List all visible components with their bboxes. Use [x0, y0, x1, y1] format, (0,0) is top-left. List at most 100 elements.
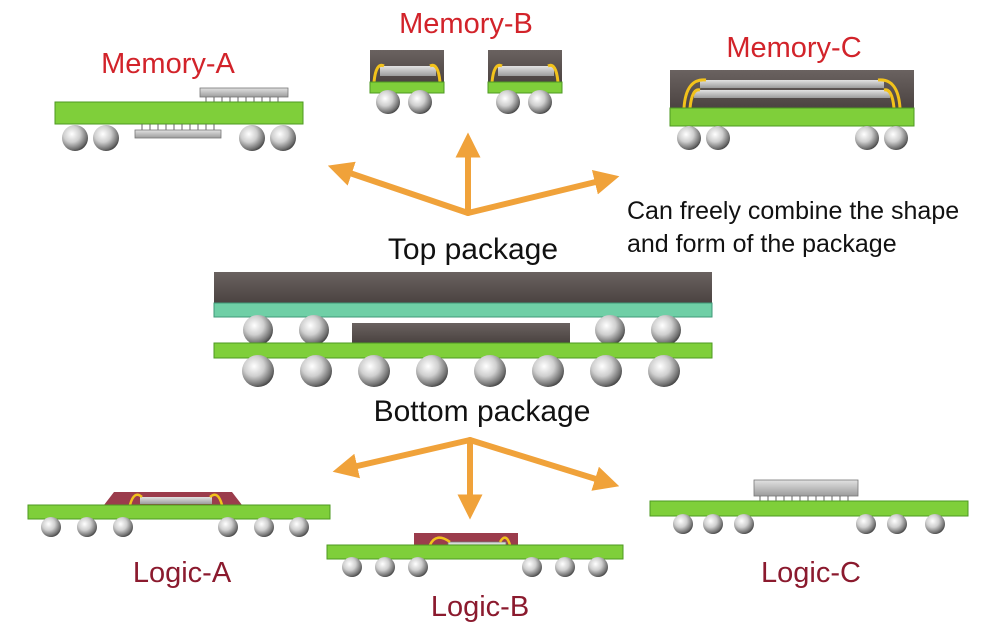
solder-ball — [270, 125, 296, 151]
memory-b-die — [380, 66, 436, 76]
logic-b-solder-balls — [342, 557, 608, 577]
top-package-substrate — [213, 302, 713, 318]
bottom-package-die — [352, 323, 570, 343]
solder-ball — [375, 557, 395, 577]
solder-ball — [243, 315, 273, 345]
solder-ball — [77, 517, 97, 537]
solder-ball — [408, 90, 432, 114]
arrow-to-memory-c — [465, 169, 620, 216]
note-line-1: Can freely combine the shape — [627, 197, 959, 225]
memory-a-top-bumps — [205, 97, 279, 102]
memory-b-bond-wire — [372, 63, 442, 83]
logic-c-solder-balls — [673, 514, 945, 534]
memory-c-label: Memory-C — [726, 32, 861, 64]
memory-b-bond-wire — [490, 63, 560, 83]
note-line-2: and form of the package — [627, 230, 897, 258]
top-package-mold — [214, 272, 712, 304]
solder-ball — [239, 125, 265, 151]
logic-c-label: Logic-C — [761, 557, 861, 589]
solder-ball — [522, 557, 542, 577]
logic-b-substrate — [326, 544, 624, 560]
arrow-to-logic-a — [332, 437, 473, 479]
logic-a-substrate — [27, 504, 331, 520]
solder-ball — [342, 557, 362, 577]
logic-b-bond-wire — [428, 536, 512, 546]
memory-a-bottom-bumps — [141, 124, 215, 130]
solder-ball — [555, 557, 575, 577]
memory-b-label: Memory-B — [399, 8, 533, 40]
solder-ball — [376, 90, 400, 114]
memory-a-top-die — [199, 87, 289, 98]
logic-c-die — [753, 479, 859, 497]
solder-ball — [651, 315, 681, 345]
memory-b-package-left — [369, 50, 445, 114]
memory-c-bond-wire — [682, 78, 902, 109]
memory-a-package — [54, 87, 304, 151]
bottom-solder-balls — [242, 355, 680, 387]
solder-ball — [884, 126, 908, 150]
logic-a-die — [140, 497, 212, 504]
solder-ball — [242, 355, 274, 387]
solder-ball — [528, 90, 552, 114]
logic-a-bond-wire — [128, 493, 224, 506]
logic-a-package — [27, 492, 331, 537]
bottom-package-label: Bottom package — [374, 395, 591, 428]
solder-ball — [254, 517, 274, 537]
memory-a-bottom-die — [134, 129, 222, 139]
logic-c-substrate — [649, 500, 969, 517]
memory-c-die-stack — [694, 90, 890, 98]
lower-arrows — [332, 437, 620, 520]
arrow-to-memory-a — [327, 161, 471, 216]
memory-b-substrate — [487, 81, 563, 94]
solder-ball — [648, 355, 680, 387]
solder-ball — [41, 517, 61, 537]
logic-c-bumps — [759, 496, 849, 501]
memory-b-package-right — [487, 50, 563, 114]
solder-ball — [113, 517, 133, 537]
memory-a-solder-balls — [62, 125, 296, 151]
solder-ball — [673, 514, 693, 534]
solder-ball — [93, 125, 119, 151]
solder-ball — [590, 355, 622, 387]
top-package-label: Top package — [388, 233, 558, 266]
pop-stack — [213, 272, 713, 387]
memory-c-substrate — [669, 107, 915, 127]
solder-ball — [408, 557, 428, 577]
solder-ball — [62, 125, 88, 151]
arrow-to-logic-c — [467, 437, 620, 491]
solder-ball — [703, 514, 723, 534]
solder-ball — [925, 514, 945, 534]
solder-ball — [289, 517, 309, 537]
logic-a-solder-balls — [41, 517, 309, 537]
solder-ball — [595, 315, 625, 345]
solder-ball — [856, 514, 876, 534]
logic-a-label: Logic-A — [133, 557, 232, 589]
solder-ball — [588, 557, 608, 577]
upper-arrows — [327, 132, 620, 216]
solder-ball — [474, 355, 506, 387]
logic-c-package — [649, 479, 969, 534]
memory-b-substrate — [369, 81, 445, 94]
memory-c-die-stack — [700, 80, 884, 88]
solder-ball — [734, 514, 754, 534]
solder-ball — [358, 355, 390, 387]
solder-ball — [855, 126, 879, 150]
solder-ball — [706, 126, 730, 150]
solder-ball — [496, 90, 520, 114]
logic-b-label: Logic-B — [431, 591, 529, 623]
logic-b-package — [326, 533, 624, 577]
solder-ball — [677, 126, 701, 150]
memory-a-substrate — [54, 101, 304, 125]
solder-ball — [532, 355, 564, 387]
memory-a-label: Memory-A — [101, 48, 235, 80]
memory-c-package — [669, 70, 915, 150]
solder-ball — [299, 315, 329, 345]
solder-ball — [887, 514, 907, 534]
solder-ball — [300, 355, 332, 387]
interposer-solder-balls — [243, 315, 681, 345]
memory-c-solder-balls — [677, 126, 908, 150]
memory-b-die — [498, 66, 554, 76]
bottom-package-substrate — [213, 342, 713, 359]
